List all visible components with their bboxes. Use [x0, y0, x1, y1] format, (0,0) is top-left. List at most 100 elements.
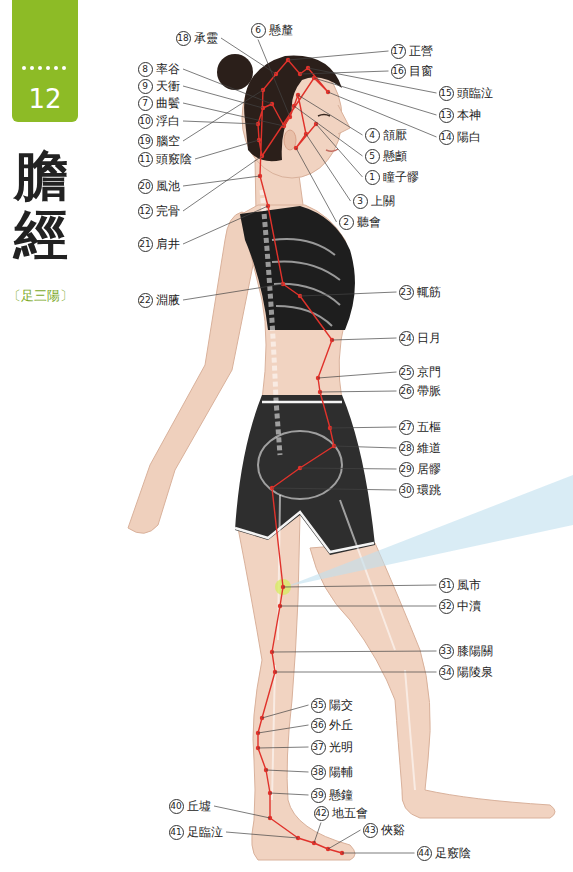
callout-number: 4: [365, 128, 380, 143]
leader-line: [266, 770, 309, 772]
leader-line: [183, 103, 284, 126]
point-name: 丘墟: [186, 798, 212, 814]
point-name: 浮白: [155, 113, 181, 129]
point-name: 肩井: [155, 236, 181, 252]
leader-line: [275, 672, 437, 673]
callout-number: 19: [138, 134, 153, 149]
point-name: 懸鐘: [328, 787, 354, 803]
leader-line: [183, 284, 283, 300]
point-name: 懸釐: [268, 22, 294, 38]
point-name: 完骨: [155, 203, 181, 219]
leader-line: [334, 446, 397, 448]
mouth: [326, 149, 338, 151]
chapter-tab: 12: [12, 0, 78, 122]
callout-number: 7: [138, 96, 153, 111]
subtitle: 〔足三陽〕: [8, 288, 73, 304]
callout-number: 29: [399, 462, 414, 477]
point-name: 陽白: [456, 129, 482, 145]
leader-line: [214, 806, 270, 818]
leader-line: [183, 90, 263, 141]
leader-line: [296, 148, 337, 222]
front-leg: [310, 543, 555, 818]
callout-number: 24: [399, 331, 414, 346]
callout-number: 25: [399, 365, 414, 380]
callout-number: 9: [138, 79, 153, 94]
callout-number: 22: [138, 293, 153, 308]
sports-top: [240, 206, 355, 330]
point-name: 環跳: [416, 482, 442, 498]
point-name: 光明: [328, 739, 354, 755]
point-name: 懸顱: [382, 148, 408, 164]
leader-line: [258, 40, 290, 118]
point-name: 陽輔: [328, 764, 354, 780]
point-name: 瞳子髎: [382, 169, 420, 185]
point-name: 承靈: [193, 30, 219, 46]
leader-line: [300, 468, 397, 469]
point-name: 膝陽關: [456, 643, 494, 659]
leader-line: [270, 793, 309, 795]
callout-number: 39: [311, 788, 326, 803]
tab-dot: [22, 66, 26, 70]
tab-dot: [54, 66, 58, 70]
point-name: 陽陵泉: [456, 664, 494, 680]
leader-line: [258, 747, 309, 748]
callout-number: 18: [176, 31, 191, 46]
callout-number: 13: [439, 108, 454, 123]
callout-number: 12: [138, 204, 153, 219]
nose: [338, 105, 350, 134]
leader-line: [183, 69, 272, 104]
title: 膽經: [14, 146, 68, 265]
point-name: 腦空: [155, 133, 181, 149]
callout-number: 37: [311, 740, 326, 755]
arm: [128, 212, 259, 533]
callout-number: 20: [138, 179, 153, 194]
leader-line: [300, 71, 389, 74]
leader-line: [316, 124, 363, 177]
point-name: 頭竅陰: [155, 151, 193, 167]
eye: [318, 115, 330, 117]
callout-number: 16: [391, 64, 406, 79]
tab-dot: [62, 66, 66, 70]
callout-number: 1: [365, 170, 380, 185]
point-name: 日月: [416, 330, 442, 346]
leader-line: [280, 606, 437, 607]
leader-line: [314, 78, 437, 115]
skeleton: [258, 190, 415, 800]
point-name: 目窗: [408, 63, 434, 79]
point-name: 風市: [456, 577, 482, 593]
point-name: 頷厭: [382, 127, 408, 143]
callout-number: 38: [311, 765, 326, 780]
point-name: 地五會: [331, 805, 369, 821]
point-name: 本神: [456, 107, 482, 123]
point-name: 足臨泣: [186, 824, 224, 840]
callout-number: 41: [169, 825, 184, 840]
callout-number: 44: [417, 846, 432, 861]
leader-line: [183, 156, 262, 211]
leader-line: [183, 121, 258, 124]
point-name: 足竅陰: [434, 845, 472, 861]
point-name: 居髎: [416, 461, 442, 477]
leader-line: [332, 338, 397, 340]
point-name: 率谷: [155, 61, 181, 77]
shorts-trim: [235, 402, 374, 552]
tab-dot: [46, 66, 50, 70]
leader-line: [306, 134, 351, 201]
leader-line: [226, 832, 298, 838]
point-name: 中瀆: [456, 598, 482, 614]
leader-line: [258, 725, 309, 733]
shorts: [235, 395, 375, 555]
point-name: 頭臨泣: [456, 85, 494, 101]
leader-line: [272, 488, 397, 490]
meridian-line: [258, 60, 342, 853]
point-name: 帶脈: [416, 383, 442, 399]
leader-line: [320, 391, 397, 392]
leader-line: [318, 372, 397, 378]
callout-number: 3: [353, 194, 368, 209]
callout-number: 6: [251, 23, 266, 38]
leader-line: [314, 823, 321, 844]
highlight-beam: [285, 475, 573, 587]
callout-number: 28: [399, 441, 414, 456]
callout-number: 42: [314, 806, 329, 821]
